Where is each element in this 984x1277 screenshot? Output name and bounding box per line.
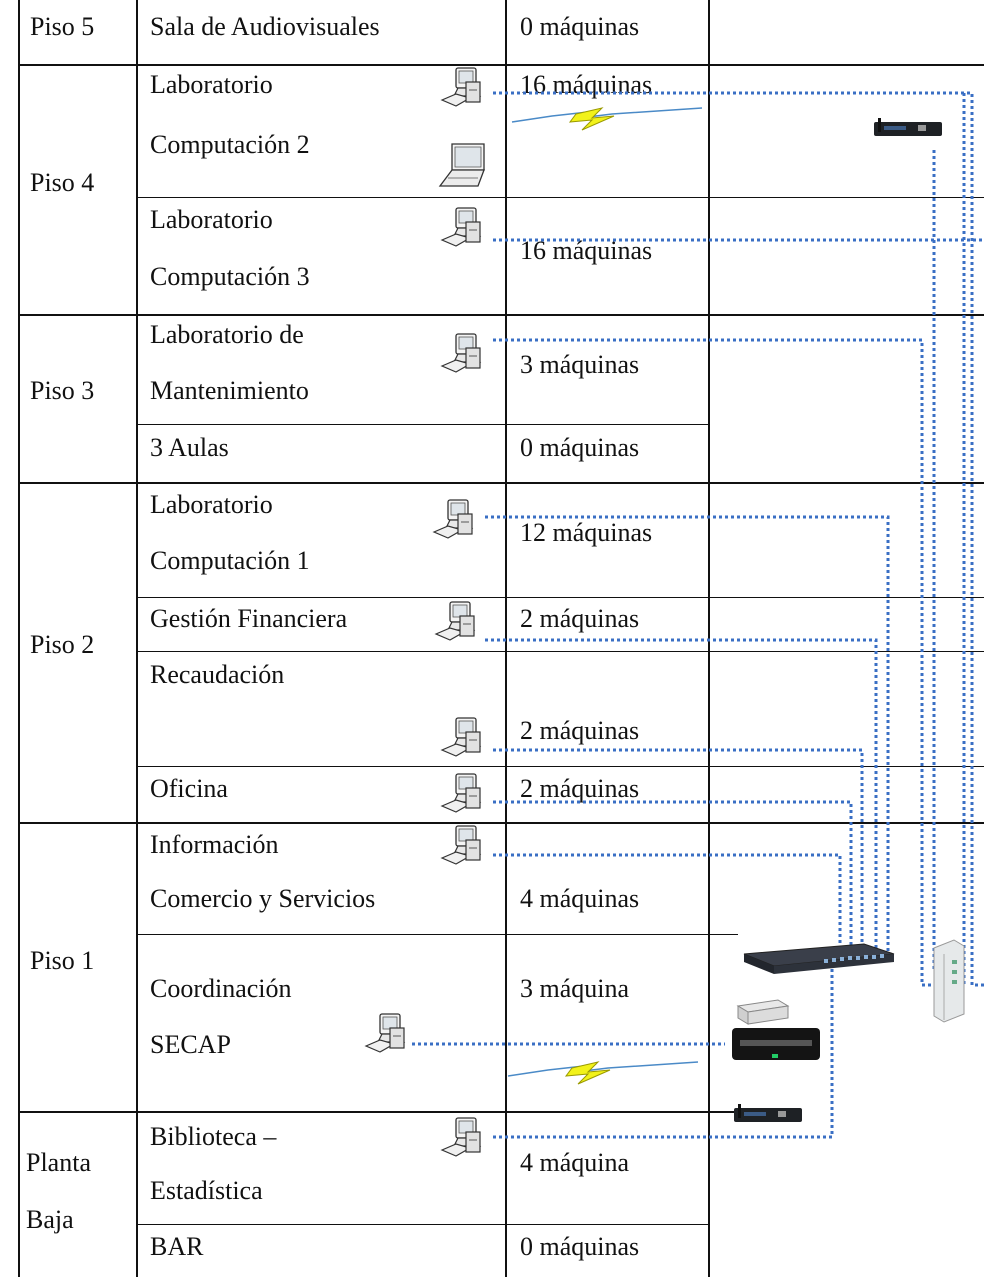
room-name: Computación 3 (150, 262, 310, 291)
room-name: Coordinación (150, 974, 292, 1003)
machine-count: 0 máquinas (520, 1232, 640, 1261)
room-name: Computación 1 (150, 546, 310, 575)
grid-vline-floor (136, 0, 138, 1277)
network-switch-icon (736, 999, 790, 1025)
desktop-computer-icon (441, 333, 481, 373)
machine-count: 16 máquinas (520, 236, 653, 265)
modem-icon (732, 1028, 820, 1060)
machine-count: 4 máquinas (520, 884, 640, 913)
room-name: Gestión Financiera (150, 604, 348, 633)
desktop-computer-icon (441, 773, 481, 813)
grid-hline-full (18, 482, 984, 484)
machine-count: 3 máquinas (520, 350, 640, 379)
grid-hline-sub (136, 766, 984, 767)
wireless-router-icon (734, 1104, 802, 1122)
room-name: Laboratorio (150, 205, 273, 234)
grid-hline-sub (136, 651, 984, 652)
network-switch-icon (933, 939, 965, 1023)
floor-label: Piso 5 (30, 12, 95, 41)
room-name: BAR (150, 1232, 204, 1261)
desktop-computer-icon (433, 499, 473, 539)
desktop-computer-icon (441, 67, 481, 107)
machine-count: 0 máquinas (520, 433, 640, 462)
machine-count: 12 máquinas (520, 518, 653, 547)
grid-vline-left (18, 0, 20, 1277)
wireless-router-icon (874, 118, 942, 136)
wireless-bolt-icon (507, 1061, 699, 1085)
room-name: Laboratorio de (150, 320, 304, 349)
desktop-computer-icon (441, 207, 481, 247)
machine-count: 3 máquina (520, 974, 630, 1003)
machine-count: 4 máquina (520, 1148, 630, 1177)
machine-count: 2 máquinas (520, 604, 640, 633)
desktop-computer-icon (441, 717, 481, 757)
room-name: Mantenimiento (150, 376, 309, 405)
grid-hline-sub (136, 597, 984, 598)
grid-hline-sub (136, 424, 708, 425)
floor-label: Baja (26, 1205, 74, 1234)
floor-label: Piso 1 (30, 946, 95, 975)
floor-label: Piso 3 (30, 376, 95, 405)
grid-vline-count (708, 0, 710, 1277)
desktop-computer-icon (441, 1117, 481, 1157)
grid-vline-room (505, 0, 507, 1277)
room-name: Sala de Audiovisuales (150, 12, 380, 41)
desktop-computer-icon (441, 825, 481, 865)
grid-hline-full (18, 822, 984, 824)
machine-count: 2 máquinas (520, 716, 640, 745)
grid-hline-full (18, 64, 984, 66)
room-name: 3 Aulas (150, 433, 229, 462)
room-name: Laboratorio (150, 70, 273, 99)
room-name: Comercio y Servicios (150, 884, 376, 913)
room-name: Biblioteca – (150, 1122, 277, 1151)
room-name: Información (150, 830, 279, 859)
grid-hline-full (18, 1111, 734, 1113)
desktop-computer-icon (365, 1013, 405, 1053)
room-name: Recaudación (150, 660, 285, 689)
room-name: Oficina (150, 774, 228, 803)
grid-hline-sub (136, 934, 738, 935)
machine-count: 16 máquinas (520, 70, 653, 99)
machine-count: 0 máquinas (520, 12, 640, 41)
laptop-icon (438, 143, 485, 187)
network-cables (412, 91, 984, 1139)
room-name: Estadística (150, 1176, 263, 1205)
machine-count: 2 máquinas (520, 774, 640, 803)
desktop-computer-icon (435, 601, 475, 641)
grid-hline-sub (136, 1224, 708, 1225)
grid-hline-sub (136, 197, 984, 198)
room-name: SECAP (150, 1030, 231, 1059)
room-name: Laboratorio (150, 490, 273, 519)
floor-label: Planta (26, 1148, 91, 1177)
wireless-bolt-icon (511, 107, 703, 131)
network-switch-icon (743, 943, 895, 974)
grid-hline-full (18, 314, 984, 316)
floor-label: Piso 2 (30, 630, 95, 659)
room-name: Computación 2 (150, 130, 310, 159)
floor-label: Piso 4 (30, 168, 95, 197)
